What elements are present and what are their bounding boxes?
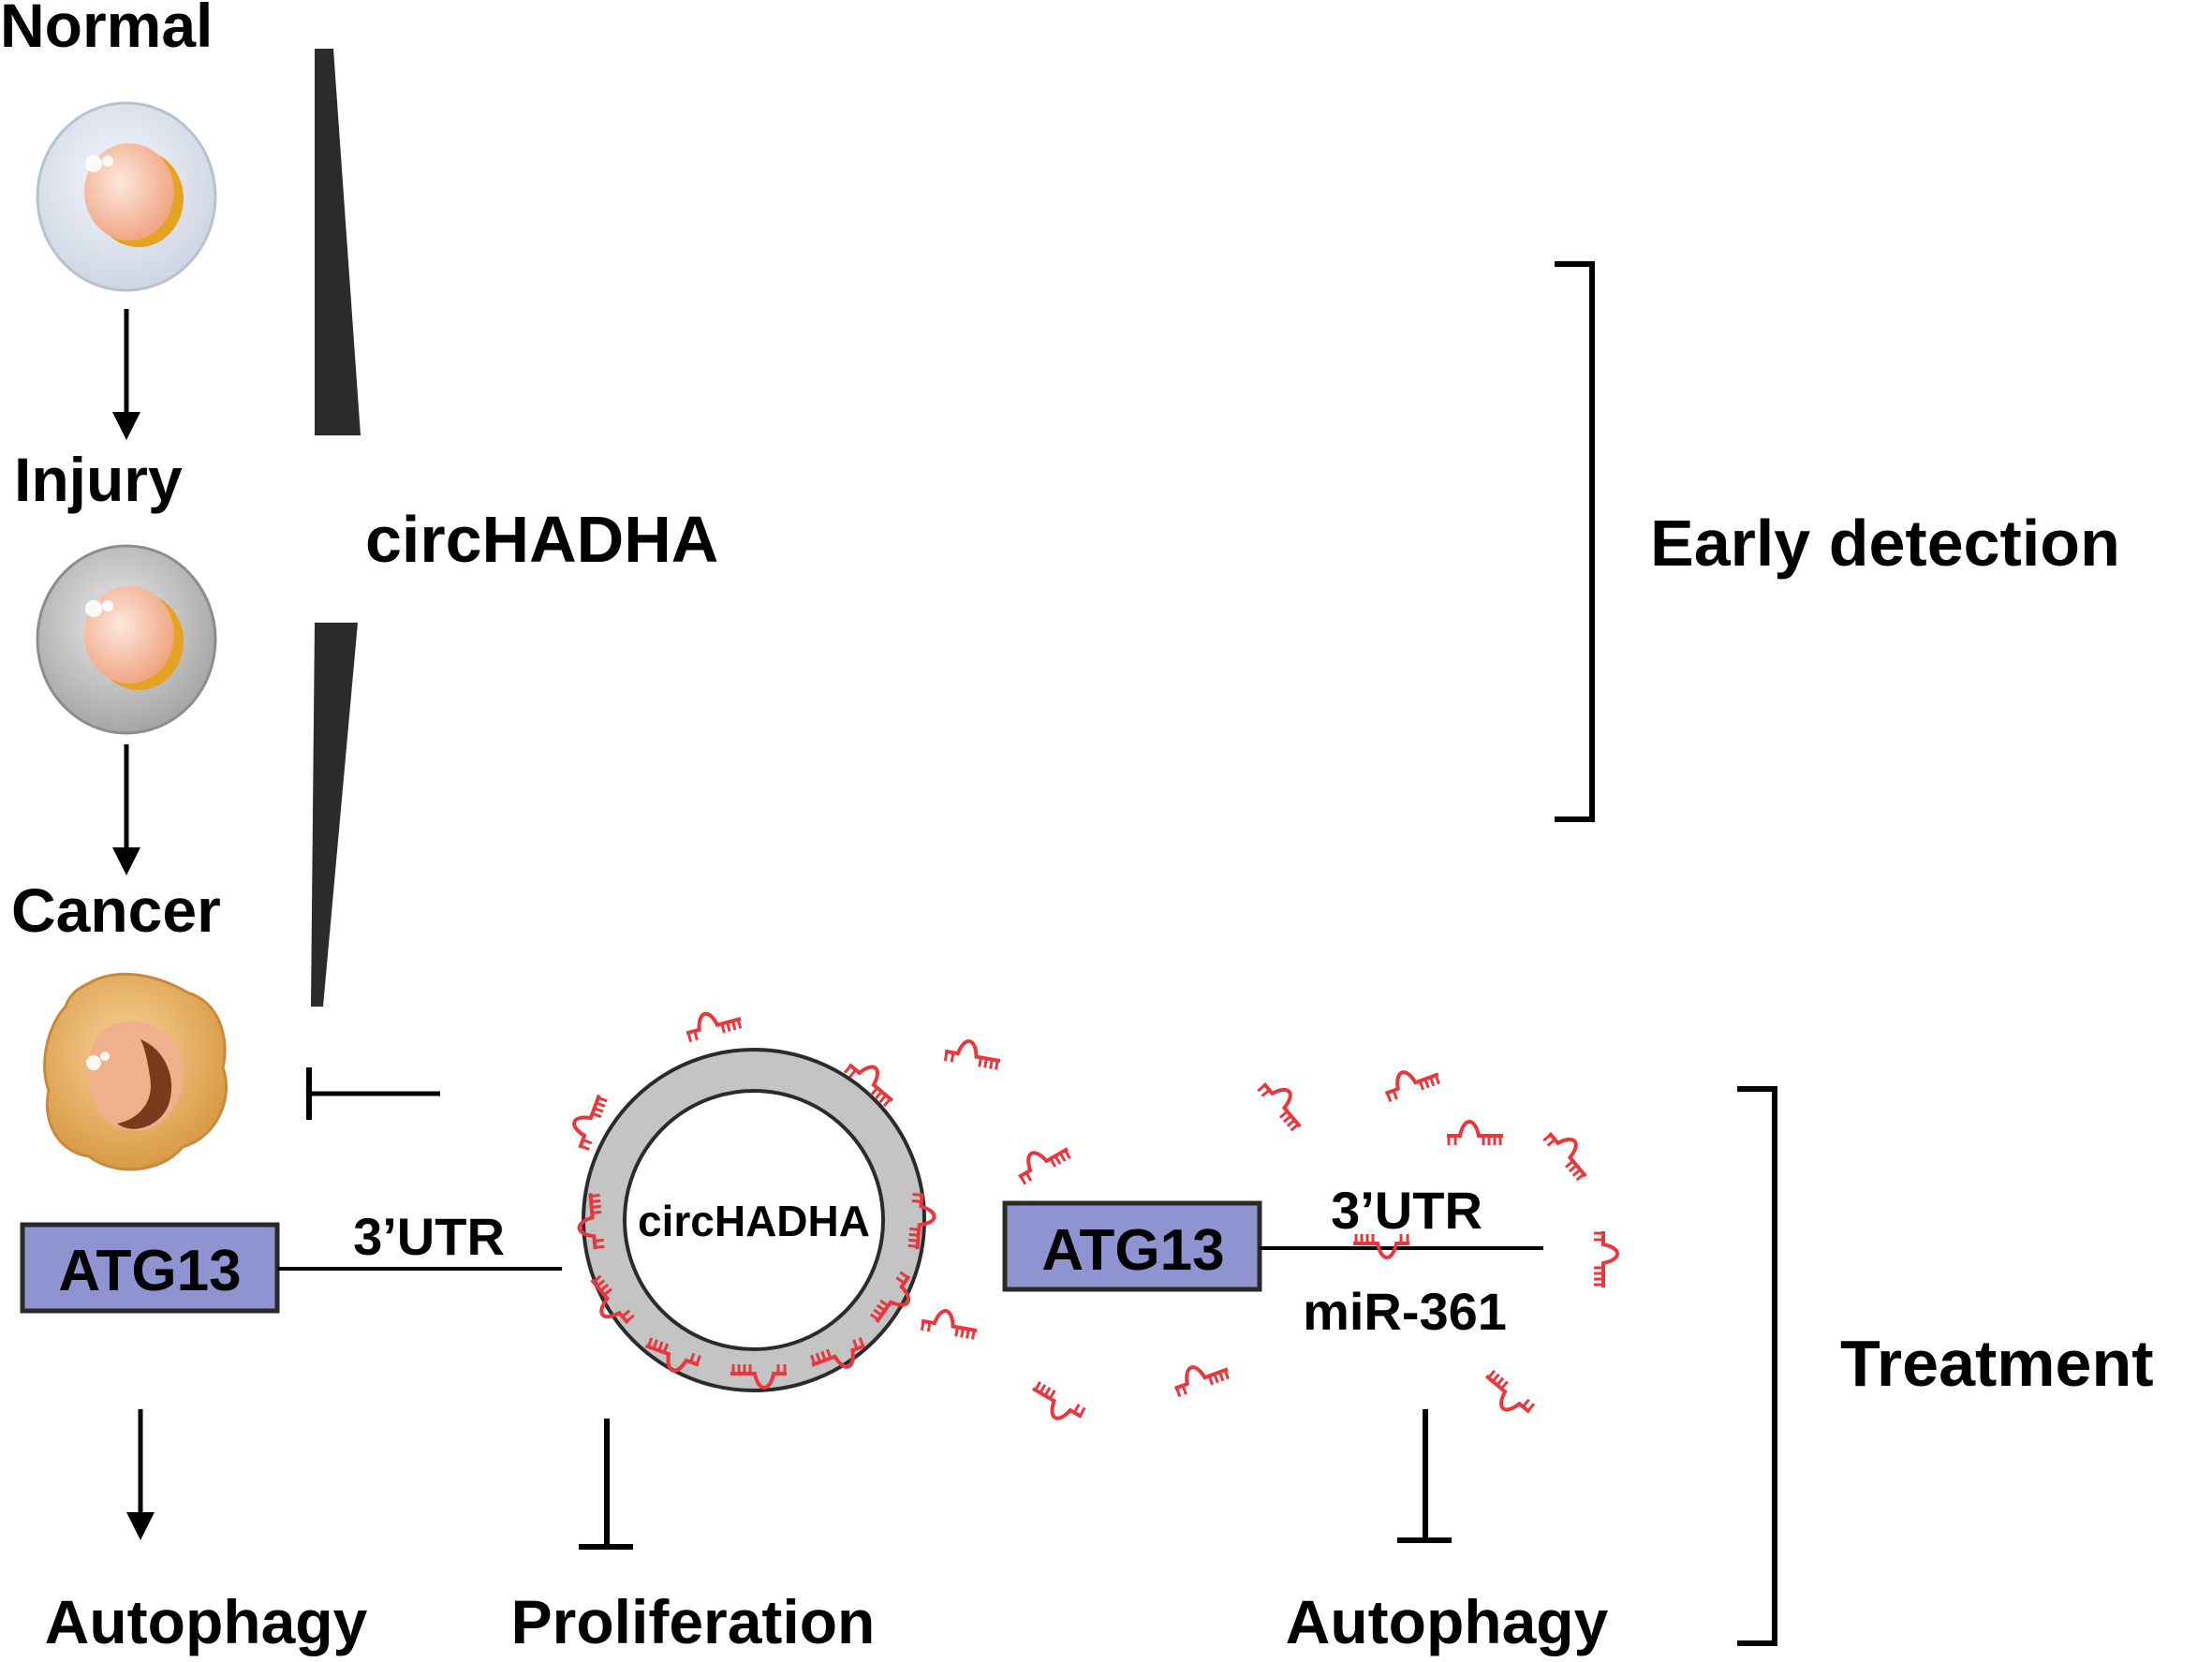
normal-cell-icon <box>36 101 217 292</box>
atg13-label-right: ATG13 <box>1041 1218 1224 1283</box>
atg13-box-right <box>1002 1200 1262 1292</box>
early-detection-label: Early detection <box>1650 507 2120 580</box>
autophagy-label-left: Autophagy <box>45 1587 368 1656</box>
decrease-wedge-bottom <box>311 623 358 1007</box>
atg13-box-left <box>20 1222 280 1314</box>
circhadha-ring <box>582 1048 926 1392</box>
autophagy-label-right: Autophagy <box>1286 1587 1609 1656</box>
atg13-label-left: ATG13 <box>58 1239 241 1303</box>
mirna-label: miR-361 <box>1303 1282 1507 1341</box>
utr-label-left: 3’UTR <box>353 1207 505 1266</box>
utr-label-right: 3’UTR <box>1331 1181 1482 1240</box>
treatment-label: Treatment <box>1840 1327 2154 1400</box>
autophagy-inhibition-symbol <box>1397 1409 1452 1543</box>
proliferation-label: Proliferation <box>511 1587 876 1656</box>
stage-normal-label: Normal <box>0 0 213 60</box>
cancer-inhibition-symbol <box>306 1067 440 1120</box>
proliferation-inhibition-symbol <box>579 1419 633 1550</box>
circhadha-ring-label: circHADHA <box>638 1197 870 1245</box>
decrease-wedge-top <box>315 49 361 435</box>
circhadha-label: circHADHA <box>365 503 718 576</box>
early-detection-bracket <box>1555 261 1595 822</box>
stage-injury-label: Injury <box>14 445 183 514</box>
injured-cell-icon <box>36 544 217 735</box>
stage-cancer-label: Cancer <box>11 875 221 945</box>
treatment-bracket <box>1737 1086 1777 1646</box>
cancer-cell-icon <box>43 972 228 1171</box>
